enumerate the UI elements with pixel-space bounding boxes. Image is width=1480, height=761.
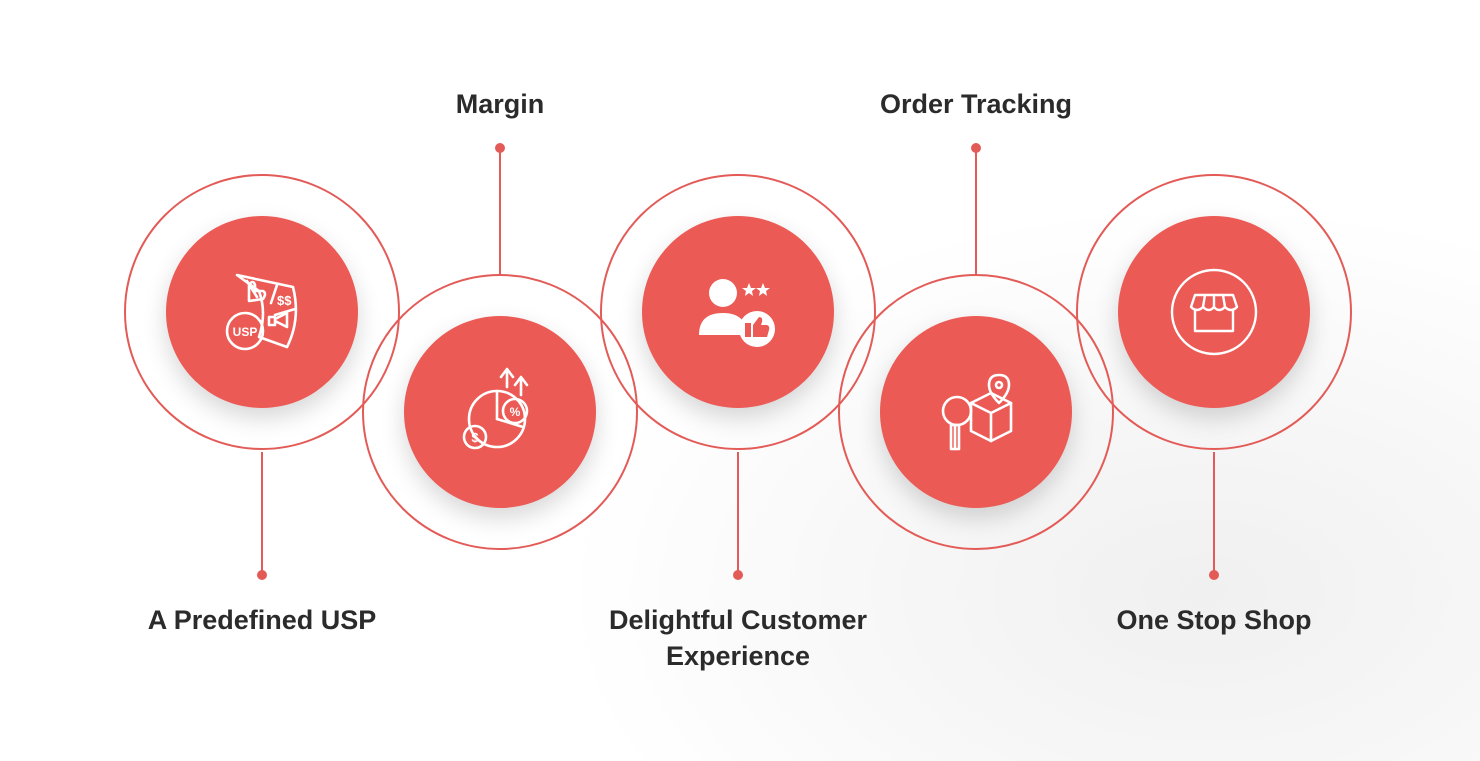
- step-label-usp: A Predefined USP: [147, 605, 377, 635]
- customer-rating-icon: [683, 257, 793, 367]
- step-label-tracking: Order Tracking: [879, 89, 1073, 119]
- connector-dot-usp: [257, 570, 267, 580]
- package-tracking-icon: [921, 357, 1031, 467]
- disc-tracking: [880, 316, 1072, 508]
- disc-experience: [642, 216, 834, 408]
- ring-experience: [600, 174, 876, 450]
- svg-text:$$: $$: [277, 293, 292, 308]
- svg-text:USP: USP: [233, 325, 258, 339]
- storefront-icon: [1159, 257, 1269, 367]
- step-label-experience: Delightful Customer Experience: [608, 605, 867, 671]
- step-label-margin: Margin: [455, 89, 545, 119]
- connector-dot-shop: [1209, 570, 1219, 580]
- connector-dot-margin: [495, 143, 505, 153]
- disc-margin: % $: [404, 316, 596, 508]
- connector-dot-experience: [733, 570, 743, 580]
- usp-icon: $$ USP: [207, 257, 317, 367]
- disc-shop: [1118, 216, 1310, 408]
- ring-shop: [1076, 174, 1352, 450]
- svg-text:%: %: [510, 405, 521, 419]
- ring-usp: [124, 174, 400, 450]
- step-label-shop: One Stop Shop: [1116, 605, 1312, 635]
- disc-usp: $$ USP: [166, 216, 358, 408]
- svg-text:$: $: [471, 430, 479, 445]
- margin-growth-icon: % $: [445, 357, 555, 467]
- connector-dot-tracking: [971, 143, 981, 153]
- ring-tracking: [838, 274, 1114, 550]
- ring-margin: [362, 274, 638, 550]
